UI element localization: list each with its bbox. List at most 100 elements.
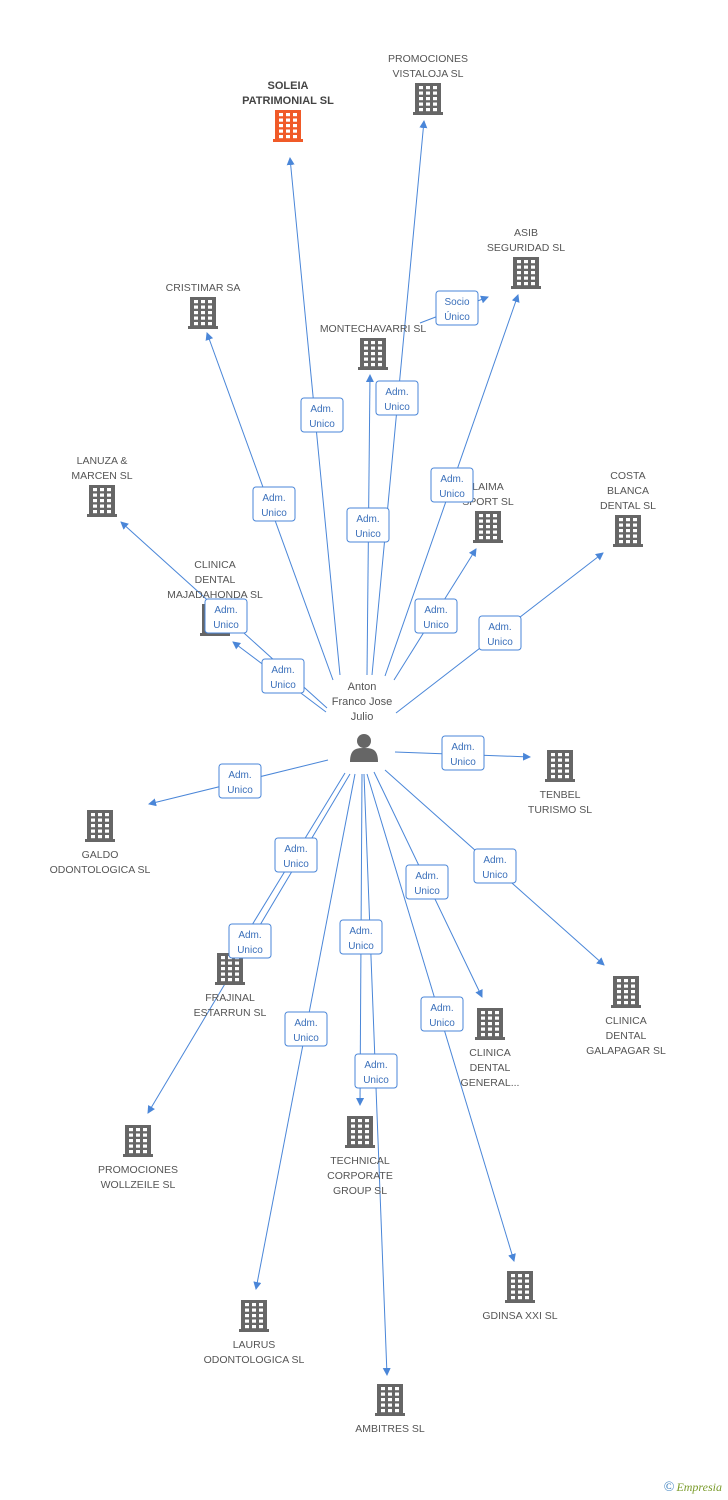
- edge-label-tenbel-text: Adm.Unico: [450, 742, 476, 768]
- edge-label-galdo-text: Adm.Unico: [227, 770, 253, 796]
- edge-label-ambitres-text: Adm.Unico: [363, 1060, 389, 1086]
- edge-label-gdinsa[interactable]: Adm.Unico: [420, 996, 464, 1032]
- edge-label-vistaloja-text: Adm.Unico: [384, 387, 410, 413]
- edge-label-cristimar[interactable]: Adm.Unico: [252, 486, 296, 522]
- company-node-montechavarri[interactable]: MONTECHAVARRI SL: [320, 323, 427, 370]
- building-icon[interactable]: [188, 297, 218, 329]
- building-icon[interactable]: [375, 1384, 405, 1416]
- edge-label-lanuza[interactable]: Adm.Unico: [204, 598, 248, 634]
- company-label-ambitres: AMBITRES SL: [355, 1423, 425, 1435]
- footer-brand[interactable]: ©Empresia: [664, 1480, 722, 1496]
- edge-label-montechavarri[interactable]: Adm.Unico: [346, 507, 390, 543]
- person-icon-head: [357, 734, 371, 748]
- person-icon: [350, 748, 378, 762]
- company-node-cristimar[interactable]: CRISTIMAR SA: [166, 282, 241, 329]
- edge-label-costablanca-text: Adm.Unico: [487, 622, 513, 648]
- building-icon[interactable]: [611, 976, 641, 1008]
- edge-label-soleia[interactable]: Adm.Unico: [300, 397, 344, 433]
- edge-label-wollzeile-text: Adm.Unico: [237, 930, 263, 956]
- edge-label-dentalgeneral-text: Adm.Unico: [414, 871, 440, 897]
- edge-label-cristimar-text: Adm.Unico: [261, 493, 287, 519]
- edge-label-dentalgeneral[interactable]: Adm.Unico: [405, 864, 449, 900]
- company-node-ambitres[interactable]: AMBITRES SL: [355, 1384, 425, 1435]
- edge-label-majadahonda-text: Adm.Unico: [270, 665, 296, 691]
- building-icon[interactable]: [123, 1125, 153, 1157]
- building-icon[interactable]: [545, 750, 575, 782]
- edge-label-technical-text: Adm.Unico: [348, 926, 374, 952]
- edge-label-tenbel[interactable]: Adm.Unico: [441, 735, 485, 771]
- building-icon[interactable]: [505, 1271, 535, 1303]
- building-icon[interactable]: [87, 485, 117, 517]
- edge-label-wollzeile[interactable]: Adm.Unico: [228, 923, 272, 959]
- edge-label-galapagar[interactable]: Adm.Unico: [473, 848, 517, 884]
- building-icon[interactable]: [613, 515, 643, 547]
- edge-label-laima-text: Adm.Unico: [423, 605, 449, 631]
- building-icon[interactable]: [473, 511, 503, 543]
- edge-label-asib-text: Adm.Unico: [439, 474, 465, 500]
- edge-label-laurus[interactable]: Adm.Unico: [284, 1011, 328, 1047]
- edge-label-laurus-text: Adm.Unico: [293, 1018, 319, 1044]
- edge-label-asib[interactable]: Adm.Unico: [430, 467, 474, 503]
- edge-label-lanuza-text: Adm.Unico: [213, 605, 239, 631]
- building-icon[interactable]: [239, 1300, 269, 1332]
- edge-label-laima[interactable]: Adm.Unico: [414, 598, 458, 634]
- building-icon[interactable]: [475, 1008, 505, 1040]
- company-label-cristimar: CRISTIMAR SA: [166, 282, 241, 294]
- building-icon[interactable]: [358, 338, 388, 370]
- edge-label-frajinal[interactable]: Adm.Unico: [274, 837, 318, 873]
- edge-label-vistaloja[interactable]: Adm.Unico: [375, 380, 419, 416]
- company-node-lanuza[interactable]: LANUZA &MARCEN SL: [71, 455, 133, 517]
- building-icon[interactable]: [511, 257, 541, 289]
- company-node-gdinsa[interactable]: GDINSA XXI SL: [482, 1271, 558, 1322]
- edge-label-technical[interactable]: Adm.Unico: [339, 919, 383, 955]
- edge-labels-layer: Adm.UnicoAdm.UnicoAdm.UnicoAdm.UnicoAdm.…: [204, 290, 522, 1089]
- edge-label-ambitres[interactable]: Adm.Unico: [354, 1053, 398, 1089]
- building-icon[interactable]: [413, 83, 443, 115]
- edge-label-costablanca[interactable]: Adm.Unico: [478, 615, 522, 651]
- edge-label-majadahonda[interactable]: Adm.Unico: [261, 658, 305, 694]
- company-label-gdinsa: GDINSA XXI SL: [482, 1310, 557, 1322]
- building-icon[interactable]: [345, 1116, 375, 1148]
- edge-label-soleia-text: Adm.Unico: [309, 404, 335, 430]
- edge-label-galdo[interactable]: Adm.Unico: [218, 763, 262, 799]
- edge-label-montechavarri-text: Adm.Unico: [355, 514, 381, 540]
- company-label-lanuza: LANUZA &MARCEN SL: [71, 455, 132, 482]
- building-icon[interactable]: [85, 810, 115, 842]
- copyright-icon: ©: [663, 1480, 675, 1495]
- brand-name: Empresia: [676, 1480, 722, 1494]
- building-icon[interactable]: [273, 110, 303, 142]
